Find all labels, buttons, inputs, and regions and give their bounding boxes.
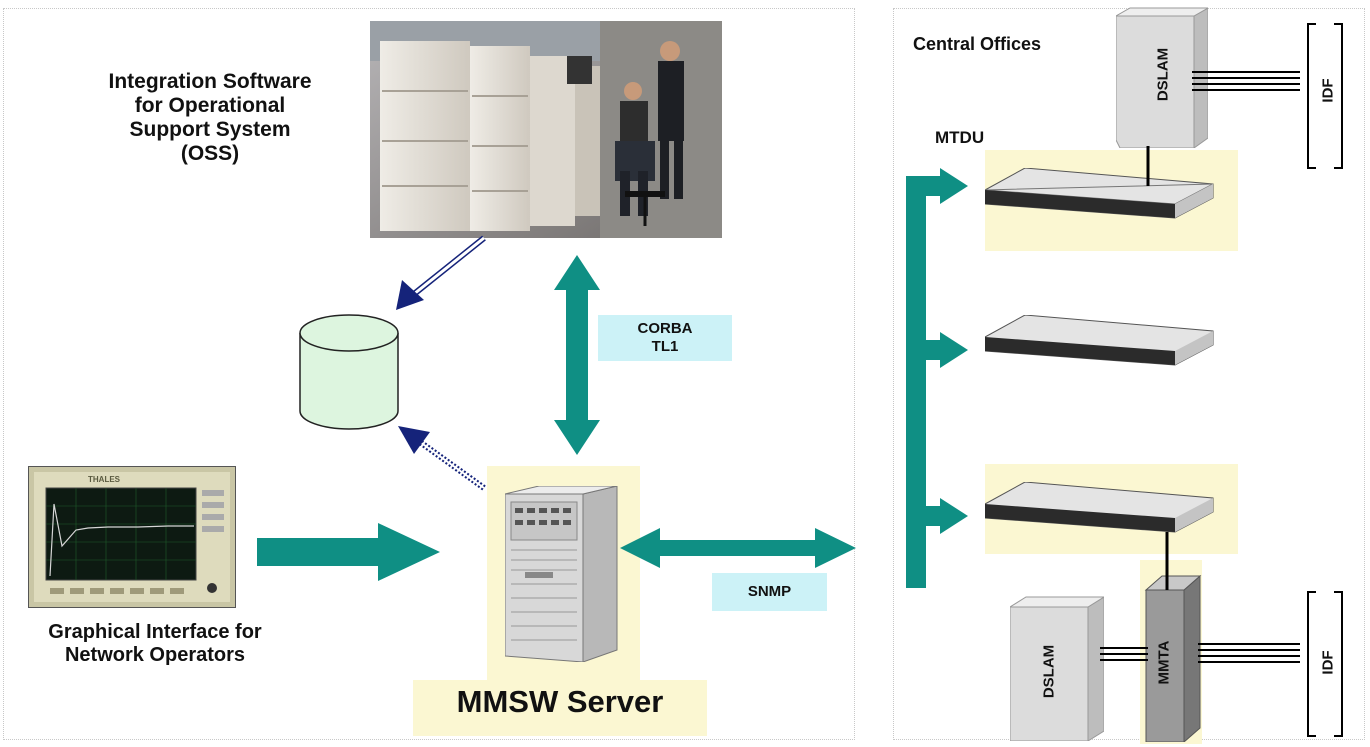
server-tower-icon: [504, 485, 620, 663]
mtdu-2-arrowhead: [940, 332, 968, 368]
gui-label-line: Graphical Interface for: [48, 621, 262, 643]
corba-double-arrow: [554, 255, 600, 455]
corba-tl1-tag: CORBA TL1: [598, 315, 732, 361]
mtdu-3-arrowhead: [940, 498, 968, 534]
mmta-unit: [1140, 572, 1202, 744]
idf-top-bracket: [1307, 23, 1343, 169]
mtdu-unit-1: [984, 167, 1215, 230]
gui-to-server-arrow: [257, 523, 440, 581]
server-to-database-arrow: [398, 426, 486, 491]
dslam-top-to-idf-lines: [1192, 71, 1300, 91]
mtdu-unit-3: [984, 481, 1215, 544]
snmp-tag: SNMP: [712, 573, 827, 611]
oss-operators-photo: [370, 21, 722, 238]
gui-label-line: Network Operators: [64, 644, 246, 666]
dslam-bottom-unit: [1008, 595, 1106, 742]
database-icon: [298, 313, 400, 433]
gui-monitor-icon: THALES: [27, 465, 237, 609]
dslam-bottom-to-mmta-lines: [1100, 647, 1148, 661]
oss-label: Integration Software for Operational Sup…: [60, 70, 360, 167]
server-label-highlight: [413, 680, 707, 736]
server-label: MMSW Server: [456, 684, 664, 719]
monitor-brand: THALES: [88, 475, 121, 484]
mmta-to-idf-lines: [1198, 643, 1300, 663]
mtdu-1-arrowhead: [940, 168, 968, 204]
dslam-top-unit: [1114, 6, 1210, 149]
mtdu-unit-2: [984, 314, 1215, 377]
oss-label-line: for Operational: [134, 94, 286, 118]
idf-bottom-bracket: [1307, 591, 1343, 737]
oss-label-line: Support System: [129, 118, 291, 142]
oss-label-line: Integration Software: [108, 70, 312, 93]
central-offices-label: Central Offices: [913, 34, 1042, 54]
oss-to-database-arrow: [396, 235, 486, 310]
snmp-double-arrow: [620, 528, 856, 568]
oss-label-line: (OSS): [180, 142, 240, 166]
gui-label: Graphical Interface for Network Operator…: [0, 621, 310, 667]
mtdu-label: MTDU: [935, 128, 985, 147]
tl1-label: TL1: [651, 338, 679, 355]
corba-label: CORBA: [637, 320, 693, 337]
mtdu-bus: [906, 176, 926, 588]
